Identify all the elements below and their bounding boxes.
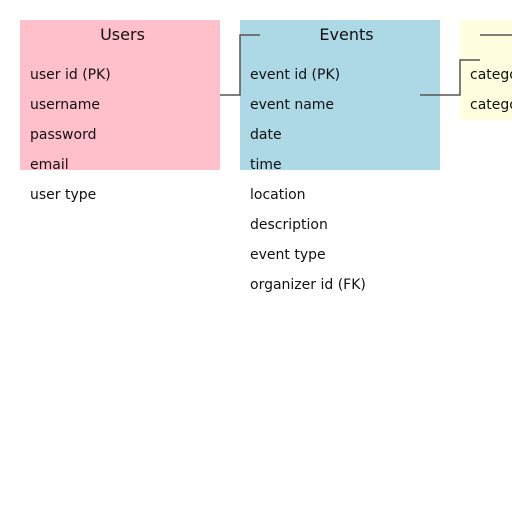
events-table-title: Events — [319, 25, 374, 44]
users-field: user id (PK) — [30, 67, 111, 83]
users-field: username — [30, 97, 100, 113]
events-field: event name — [250, 97, 335, 113]
events-table-box — [240, 20, 440, 170]
categories-field: catego — [470, 67, 512, 83]
users-table-title: Users — [100, 25, 145, 44]
users-table-box — [20, 20, 220, 170]
events-field: date — [250, 127, 282, 143]
events-field: time — [250, 157, 282, 173]
events-field: description — [250, 217, 328, 233]
events-field: event type — [250, 247, 326, 263]
categories-field: catego — [470, 97, 512, 113]
events-field: location — [250, 187, 306, 203]
events-field: organizer id (FK) — [250, 277, 366, 293]
events-field: event id (PK) — [250, 67, 341, 83]
users-field: email — [30, 157, 69, 173]
users-field: user type — [30, 187, 97, 203]
users-field: password — [30, 127, 97, 143]
